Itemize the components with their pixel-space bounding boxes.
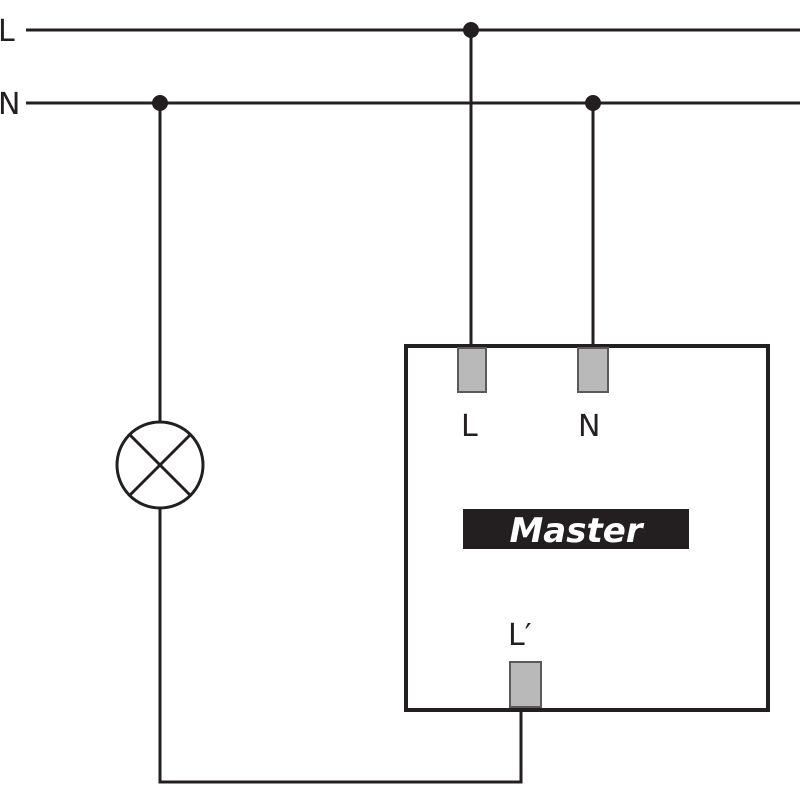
terminal-neutral-label: N bbox=[578, 409, 600, 444]
master-badge bbox=[463, 509, 689, 549]
terminal-line bbox=[457, 347, 487, 393]
terminal-switched-line-label: L′ bbox=[508, 618, 532, 653]
terminal-switched-line bbox=[509, 661, 542, 708]
terminal-neutral bbox=[577, 347, 609, 393]
master-badge-label: Master bbox=[509, 511, 644, 551]
terminal-line-label: L bbox=[461, 409, 478, 444]
neutral-rail-label: N bbox=[0, 87, 20, 122]
lamp-icon bbox=[115, 420, 205, 510]
line-rail-label: L bbox=[0, 14, 15, 49]
lamp-switched-wire bbox=[158, 509, 523, 784]
